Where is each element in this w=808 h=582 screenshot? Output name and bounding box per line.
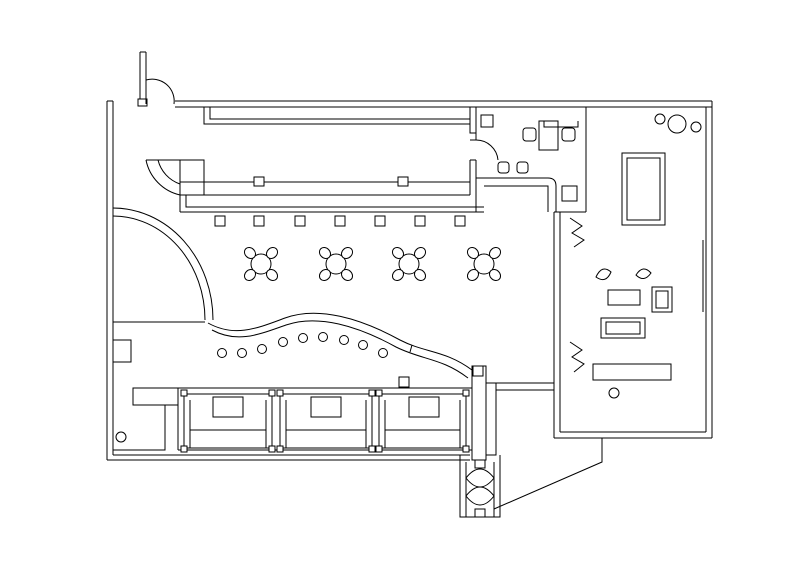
booth-seating	[113, 377, 472, 452]
dining-table	[317, 245, 355, 283]
entry-door	[138, 52, 174, 106]
dining-tables	[242, 245, 503, 283]
side-lounge	[593, 114, 703, 398]
curved-bar	[208, 313, 472, 378]
dining-table	[242, 245, 280, 283]
dining-table	[390, 245, 428, 283]
outer-walls	[107, 101, 712, 460]
curved-partition	[113, 208, 213, 362]
entry-vestibule	[460, 366, 602, 517]
zigzag-openings	[570, 218, 584, 372]
dining-table	[465, 245, 503, 283]
square-columns	[215, 216, 465, 226]
back-counters	[146, 107, 484, 212]
kitchen-bar-room	[470, 107, 578, 212]
